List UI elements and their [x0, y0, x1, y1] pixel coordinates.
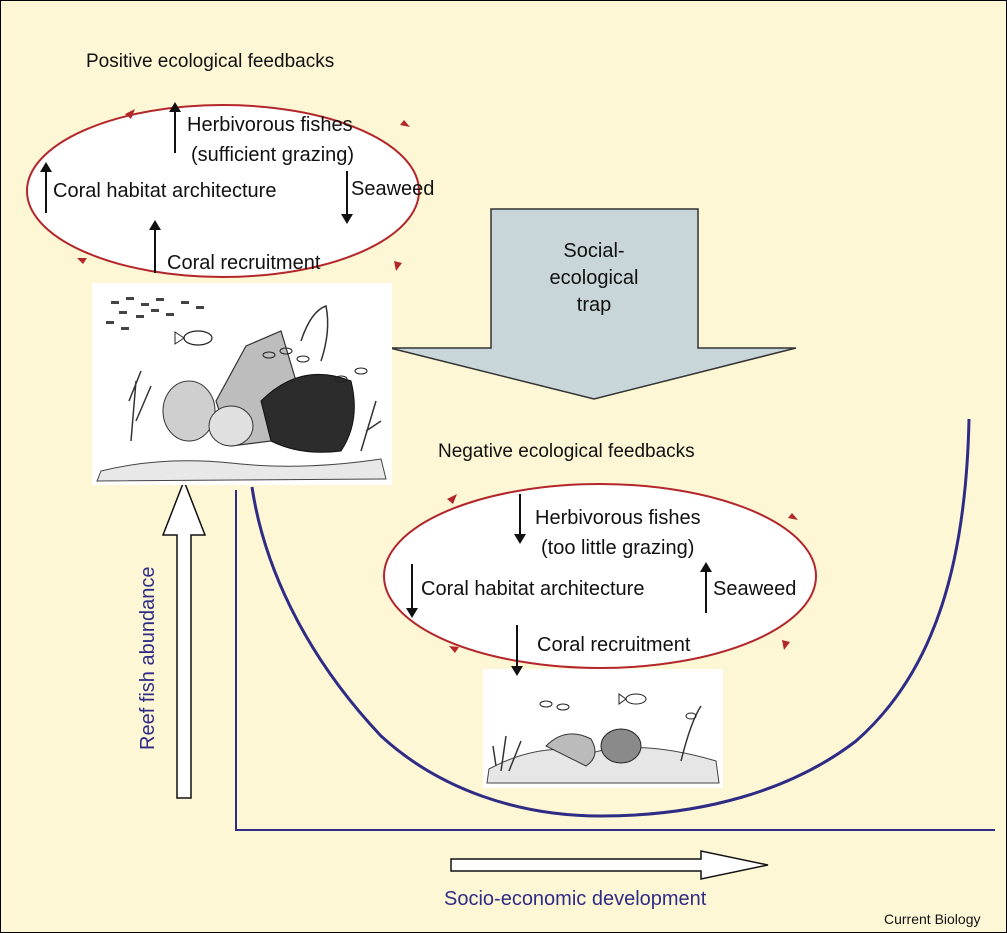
trap-arrow: [389, 208, 797, 400]
positive-loop-ellipse: [26, 104, 420, 278]
negative-seaweed: Seaweed: [713, 578, 796, 600]
negative-coral-recruitment: Coral recruitment: [537, 634, 691, 656]
negative-loop-ellipse: [383, 483, 817, 669]
negative-loop-arrowheads: [447, 494, 798, 653]
trap-label-line-3: trap: [577, 294, 611, 316]
reef-illustration: [92, 283, 392, 485]
negative-grazing-note: (too little grazing): [541, 537, 694, 559]
x-axis-label: Socio-economic development: [444, 888, 707, 910]
negative-loop-title: Negative ecological feedbacks: [438, 441, 695, 462]
positive-seaweed: Seaweed: [351, 178, 434, 200]
negative-herbivorous-fishes: Herbivorous fishes: [535, 507, 701, 529]
development-arrow: [450, 850, 769, 880]
positive-herbivorous-fishes: Herbivorous fishes: [187, 114, 353, 136]
positive-coral-habitat: Coral habitat architecture: [53, 180, 276, 202]
negative-coral-habitat: Coral habitat architecture: [421, 578, 644, 600]
reef-abundance-arrow: [161, 478, 207, 799]
journal-credit: Current Biology: [884, 911, 981, 927]
positive-loop-title: Positive ecological feedbacks: [86, 51, 334, 72]
positive-loop-arrowheads: [77, 109, 410, 271]
degraded-reef-illustration: [483, 669, 723, 788]
trap-label-line-2: ecological: [550, 267, 639, 289]
y-axis-label: Reef fish abundance: [137, 567, 159, 750]
positive-grazing-note: (sufficient grazing): [191, 144, 354, 166]
positive-coral-recruitment: Coral recruitment: [167, 252, 321, 274]
trajectory-curve: [250, 418, 971, 818]
trap-label-line-1: Social-: [563, 240, 624, 262]
